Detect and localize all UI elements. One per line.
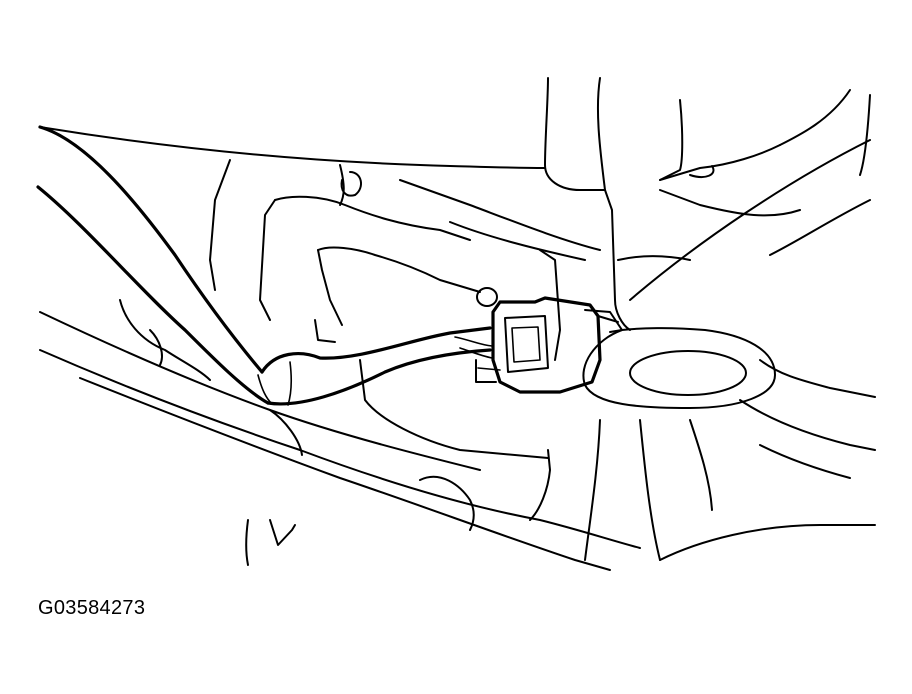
electrical-connector xyxy=(476,287,623,394)
lower-frame xyxy=(39,299,661,571)
figure-id-label: G03584273 xyxy=(38,597,146,619)
mounting-boss xyxy=(582,327,776,409)
wire-harness xyxy=(36,125,492,406)
reference-mark xyxy=(245,519,296,566)
recessed-housing xyxy=(209,159,601,361)
housing-outline xyxy=(39,77,871,331)
connector-pigtail xyxy=(454,336,501,383)
right-body xyxy=(659,359,876,561)
